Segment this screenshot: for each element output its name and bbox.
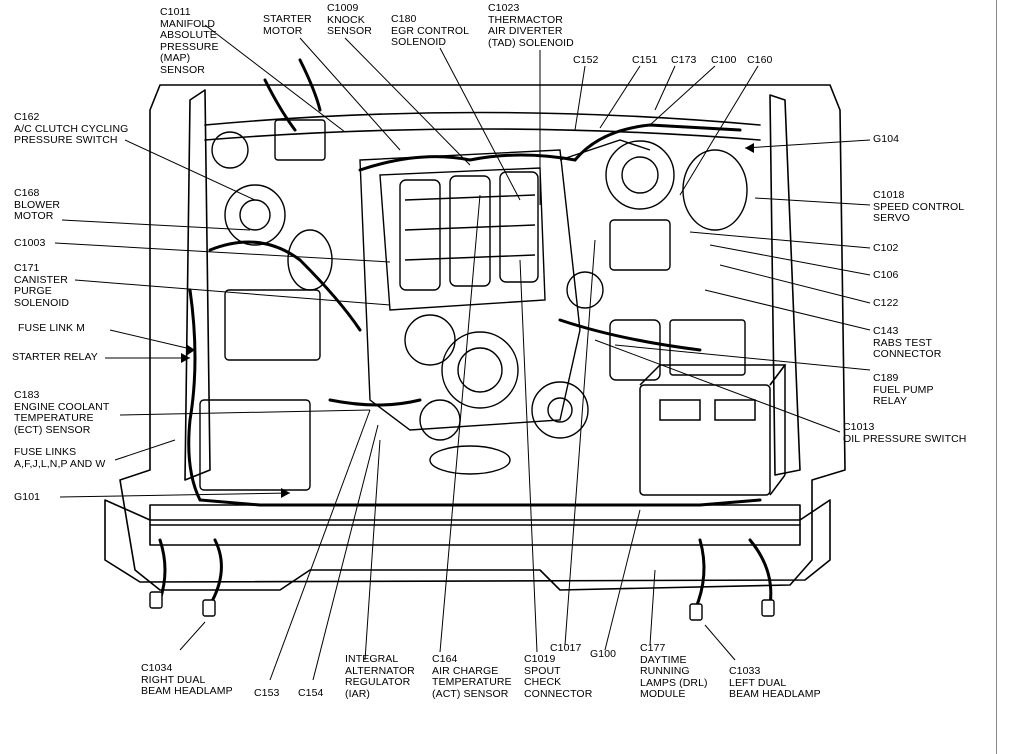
label-c168-blower-motor: C168 BLOWER MOTOR [14,187,61,222]
label-iar: INTEGRAL ALTERNATOR REGULATOR (IAR) [345,653,415,700]
label-c100: C100 [711,54,737,66]
firewall [204,111,761,126]
label-c1017: C1017 [550,642,582,654]
label-c171-canister-solenoid: C171 CANISTER PURGE SOLENOID [14,262,70,309]
label-c106: C106 [873,269,899,281]
label-c164-act-sensor: C164 AIR CHARGE TEMPERATURE (ACT) SENSOR [432,653,512,700]
label-c1013-oil-switch: C1013 OIL PRESSURE SWITCH [843,421,967,445]
label-c153: C153 [254,687,280,699]
label-c1019-spout: C1019 SPOUT CHECK CONNECTOR [524,653,593,700]
arrow-heads [181,143,754,498]
label-c177-drl-module: C177 DAYTIME RUNNING LAMPS (DRL) MODULE [640,642,708,700]
label-g101: G101 [14,491,41,503]
label-c162-ac-switch: C162 A/C CLUTCH CYCLING PRESSURE SWITCH [14,111,129,146]
label-c1011-map-sensor: C1011 MANIFOLD ABSOLUTE PRESSURE (MAP) S… [160,6,219,76]
label-c152: C152 [573,54,599,66]
label-g100: G100 [590,648,617,660]
battery [639,364,787,496]
label-c189-fuel-pump: C189 FUEL PUMP RELAY [873,372,934,407]
label-c173: C173 [671,54,697,66]
label-c122: C122 [873,297,899,309]
inner-fender-right [769,94,801,476]
label-c1003: C1003 [14,237,46,249]
label-c1023-tad-solenoid: C1023 THERMACTOR AIR DIVERTER (TAD) SOLE… [488,2,574,49]
label-fuse-link-m: FUSE LINK M [18,322,86,334]
engine-block [359,149,589,475]
label-c1009-knock-sensor: C1009 KNOCK SENSOR [327,2,372,37]
label-c1034-right-headlamp: C1034 RIGHT DUAL BEAM HEADLAMP [141,662,233,697]
body-outline [119,84,846,591]
label-c143-rabs: C143 RABS TEST CONNECTOR [873,325,942,360]
label-c151: C151 [632,54,658,66]
label-c154: C154 [298,687,324,699]
label-fuse-links: FUSE LINKS A,F,J,L,N,P AND W [14,446,106,470]
left-components [199,119,333,491]
headlamp-connectors [149,591,775,621]
label-c102: C102 [873,242,899,254]
label-c1033-left-headlamp: C1033 LEFT DUAL BEAM HEADLAMP [729,665,821,700]
label-g104: G104 [873,133,900,145]
label-starter-relay: STARTER RELAY [12,351,98,363]
label-c180-egr-solenoid: C180 EGR CONTROL SOLENOID [391,13,470,48]
label-starter-motor: STARTER MOTOR [263,13,312,37]
label-c160: C160 [747,54,773,66]
page-right-border [996,0,997,754]
label-c1018-speed-servo: C1018 SPEED CONTROL SERVO [873,189,965,224]
label-c183-ect-sensor: C183 ENGINE COOLANT TEMPERATURE (ECT) SE… [14,389,110,436]
leader-lines [54,24,871,681]
front-bumper [104,499,831,583]
